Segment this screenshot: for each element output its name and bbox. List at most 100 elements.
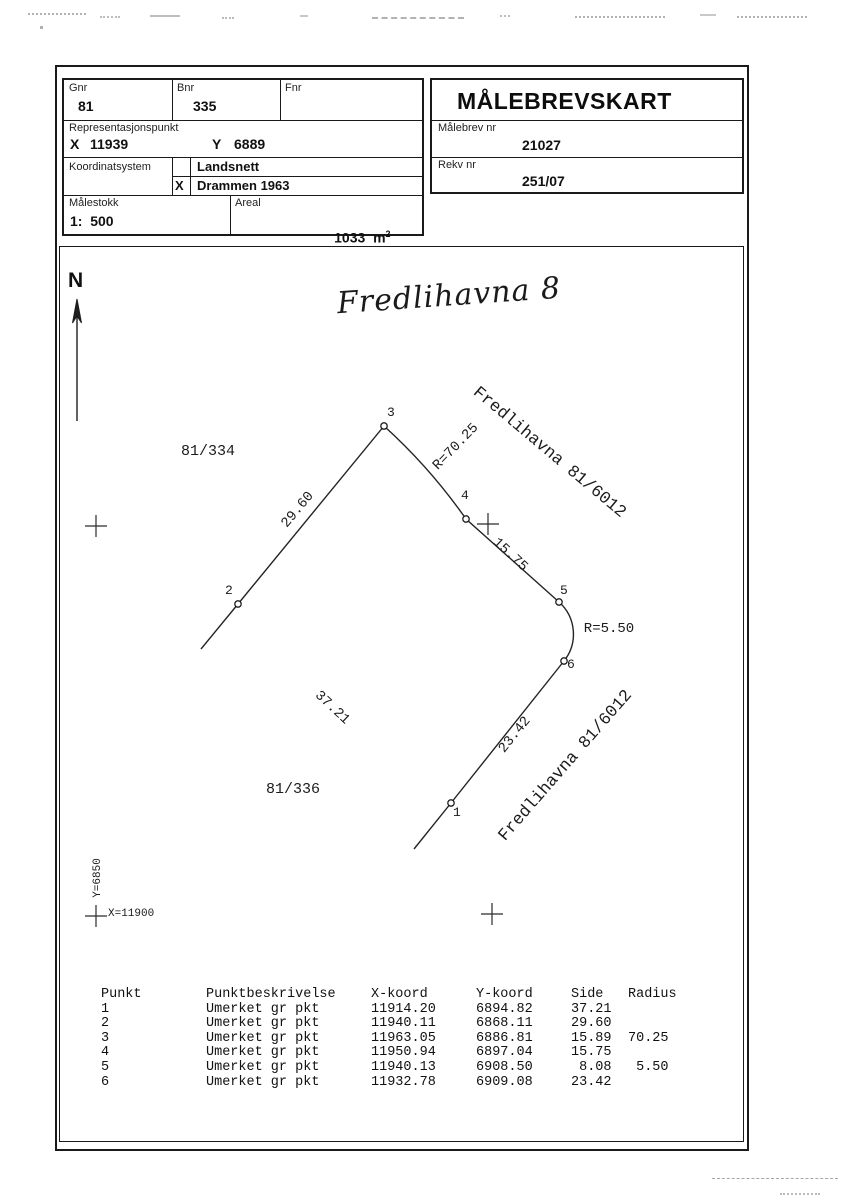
- grid-y-label: Y=6850: [92, 858, 104, 898]
- divider: [172, 80, 173, 120]
- cell-punkt: 3: [101, 1030, 110, 1046]
- cell-beskrivelse: Umerket gr pkt: [206, 1059, 320, 1075]
- col-header-punktbeskrivelse: Punktbeskrivelse: [206, 987, 336, 1002]
- point-marker-3: [380, 422, 388, 430]
- cell-punkt: 2: [101, 1016, 110, 1032]
- scan-artifact: [500, 15, 510, 17]
- rep-x-value: 11939: [90, 136, 129, 152]
- scan-artifact: [100, 16, 120, 18]
- header-row-gnr-bnr-fnr: Gnr 81 Bnr 335 Fnr: [64, 80, 422, 121]
- rekv-nr-value: 251/07: [522, 173, 565, 189]
- scan-artifact: [300, 15, 308, 17]
- cell-side: 15.89: [571, 1030, 612, 1046]
- cell-radius: [628, 1046, 714, 1061]
- cell-y-koord: 6909.08: [476, 1074, 533, 1090]
- rep-y-label: Y: [212, 136, 222, 152]
- rep-x-label: X: [70, 136, 80, 152]
- cell-radius: 70.25: [628, 1030, 669, 1046]
- header-right-table: MÅLEBREVSKART Målebrev nr 21027 Rekv nr …: [430, 78, 744, 194]
- point-marker-5: [555, 598, 563, 606]
- cell-beskrivelse: Umerket gr pkt: [206, 1074, 320, 1090]
- cell-radius: [628, 1076, 714, 1091]
- cell-side: 37.21: [571, 1001, 612, 1017]
- cell-x-koord: 11950.94: [371, 1045, 436, 1061]
- table-row: 4 Umerket gr pkt 11950.94 6897.04 15.75: [101, 1046, 714, 1061]
- table-row: 2 Umerket gr pkt 11940.11 6868.11 29.60: [101, 1017, 714, 1032]
- scan-artifact: [40, 26, 44, 29]
- header-row-malestokk-areal: Målestokk 1: 500 Areal 1033 m2: [64, 195, 422, 246]
- north-label: N: [68, 269, 84, 292]
- point-marker-1: [447, 799, 455, 807]
- fnr-label: Fnr: [285, 82, 302, 94]
- page-title: MÅLEBREVSKART: [457, 88, 672, 114]
- checkbox-drammen-mark: X: [175, 178, 184, 193]
- cell-y-koord: 6868.11: [476, 1016, 533, 1032]
- point-number-4: 4: [461, 488, 469, 503]
- col-header-y-koord: Y-koord: [476, 987, 533, 1002]
- cell-punkt: 5: [101, 1059, 110, 1075]
- col-header-side: Side: [571, 987, 604, 1002]
- cell-beskrivelse: Umerket gr pkt: [206, 1045, 320, 1061]
- divider: [230, 195, 231, 234]
- table-row: 5 Umerket gr pkt 11940.13 6908.50 8.08 5…: [101, 1059, 714, 1076]
- divider: [172, 176, 422, 177]
- header-row-title: MÅLEBREVSKART: [432, 80, 742, 121]
- point-number-1: 1: [453, 805, 461, 820]
- survey-map: N Fredlihavna 8 81/334 81/336 Fredlihavn…: [59, 246, 744, 1142]
- header-row-malebrev-nr: Målebrev nr 21027: [432, 120, 742, 158]
- point-marker-4: [462, 515, 470, 523]
- areal-label: Areal: [235, 197, 261, 209]
- parcel-boundary-path: [200, 424, 575, 850]
- areal-superscript: 2: [385, 229, 391, 239]
- cell-beskrivelse: Umerket gr pkt: [206, 1030, 320, 1046]
- cell-radius: 5.50: [628, 1059, 669, 1075]
- cell-punkt: 1: [101, 1001, 110, 1017]
- malestokk-value: 1: 500: [70, 213, 114, 229]
- cell-x-koord: 11914.20: [371, 1001, 436, 1017]
- col-header-punkt: Punkt: [101, 987, 142, 1002]
- point-marker-2: [234, 600, 242, 608]
- areal-number: 1033: [334, 229, 366, 246]
- parcel-label-81-334: 81/334: [181, 443, 236, 460]
- gnr-label: Gnr: [69, 82, 88, 94]
- koordsys-option-landsnett: Landsnett: [197, 159, 260, 174]
- grid-cross: [481, 903, 503, 925]
- koordsys-option-drammen: Drammen 1963: [197, 178, 290, 193]
- scan-artifact: [150, 15, 180, 17]
- grid-cross: [85, 515, 107, 537]
- col-header-x-koord: X-koord: [371, 987, 428, 1002]
- gnr-value: 81: [78, 98, 94, 114]
- col-header-radius: Radius: [628, 987, 677, 1002]
- cell-y-koord: 6894.82: [476, 1001, 533, 1017]
- header-row-koordinatsystem: Koordinatsystem Landsnett X Drammen 1963: [64, 157, 422, 196]
- grid-crosses: [85, 513, 503, 927]
- cell-x-koord: 11940.11: [371, 1016, 436, 1032]
- rekv-nr-label: Rekv nr: [438, 159, 476, 171]
- point-marker-6: [560, 657, 568, 665]
- cell-beskrivelse: Umerket gr pkt: [206, 1016, 320, 1032]
- divider: [280, 80, 281, 120]
- cell-side: 8.08: [571, 1059, 612, 1075]
- table-row: 1 Umerket gr pkt 11914.20 6894.82 37.21: [101, 1001, 714, 1018]
- checkbox-landsnett: [174, 159, 188, 174]
- cell-side: 15.75: [571, 1045, 612, 1061]
- areal-value: 1033 m2: [303, 213, 391, 262]
- scan-artifact: [780, 1193, 820, 1195]
- scan-artifact: [575, 16, 665, 18]
- cell-x-koord: 11932.78: [371, 1074, 436, 1090]
- header-row-representasjonspunkt: Representasjonspunkt X 11939 Y 6889: [64, 120, 422, 158]
- coordinate-table: Punkt Punktbeskrivelse X-koord Y-koord S…: [101, 987, 714, 1091]
- point-number-3: 3: [387, 405, 395, 420]
- table-header-row: Punkt Punktbeskrivelse X-koord Y-koord S…: [101, 987, 714, 1003]
- scan-artifact: [737, 16, 807, 18]
- cell-radius: [628, 1003, 714, 1018]
- malestokk-label: Målestokk: [69, 197, 119, 209]
- scan-artifact: [712, 1178, 838, 1179]
- cell-punkt: 6: [101, 1074, 110, 1090]
- point-number-2: 2: [225, 583, 233, 598]
- bnr-label: Bnr: [177, 82, 195, 94]
- representasjonspunkt-label: Representasjonspunkt: [69, 122, 179, 134]
- header-left-table: Gnr 81 Bnr 335 Fnr Representasjonspunkt …: [62, 78, 424, 246]
- grid-x-label: X=11900: [108, 908, 155, 920]
- cell-y-koord: 6886.81: [476, 1030, 533, 1046]
